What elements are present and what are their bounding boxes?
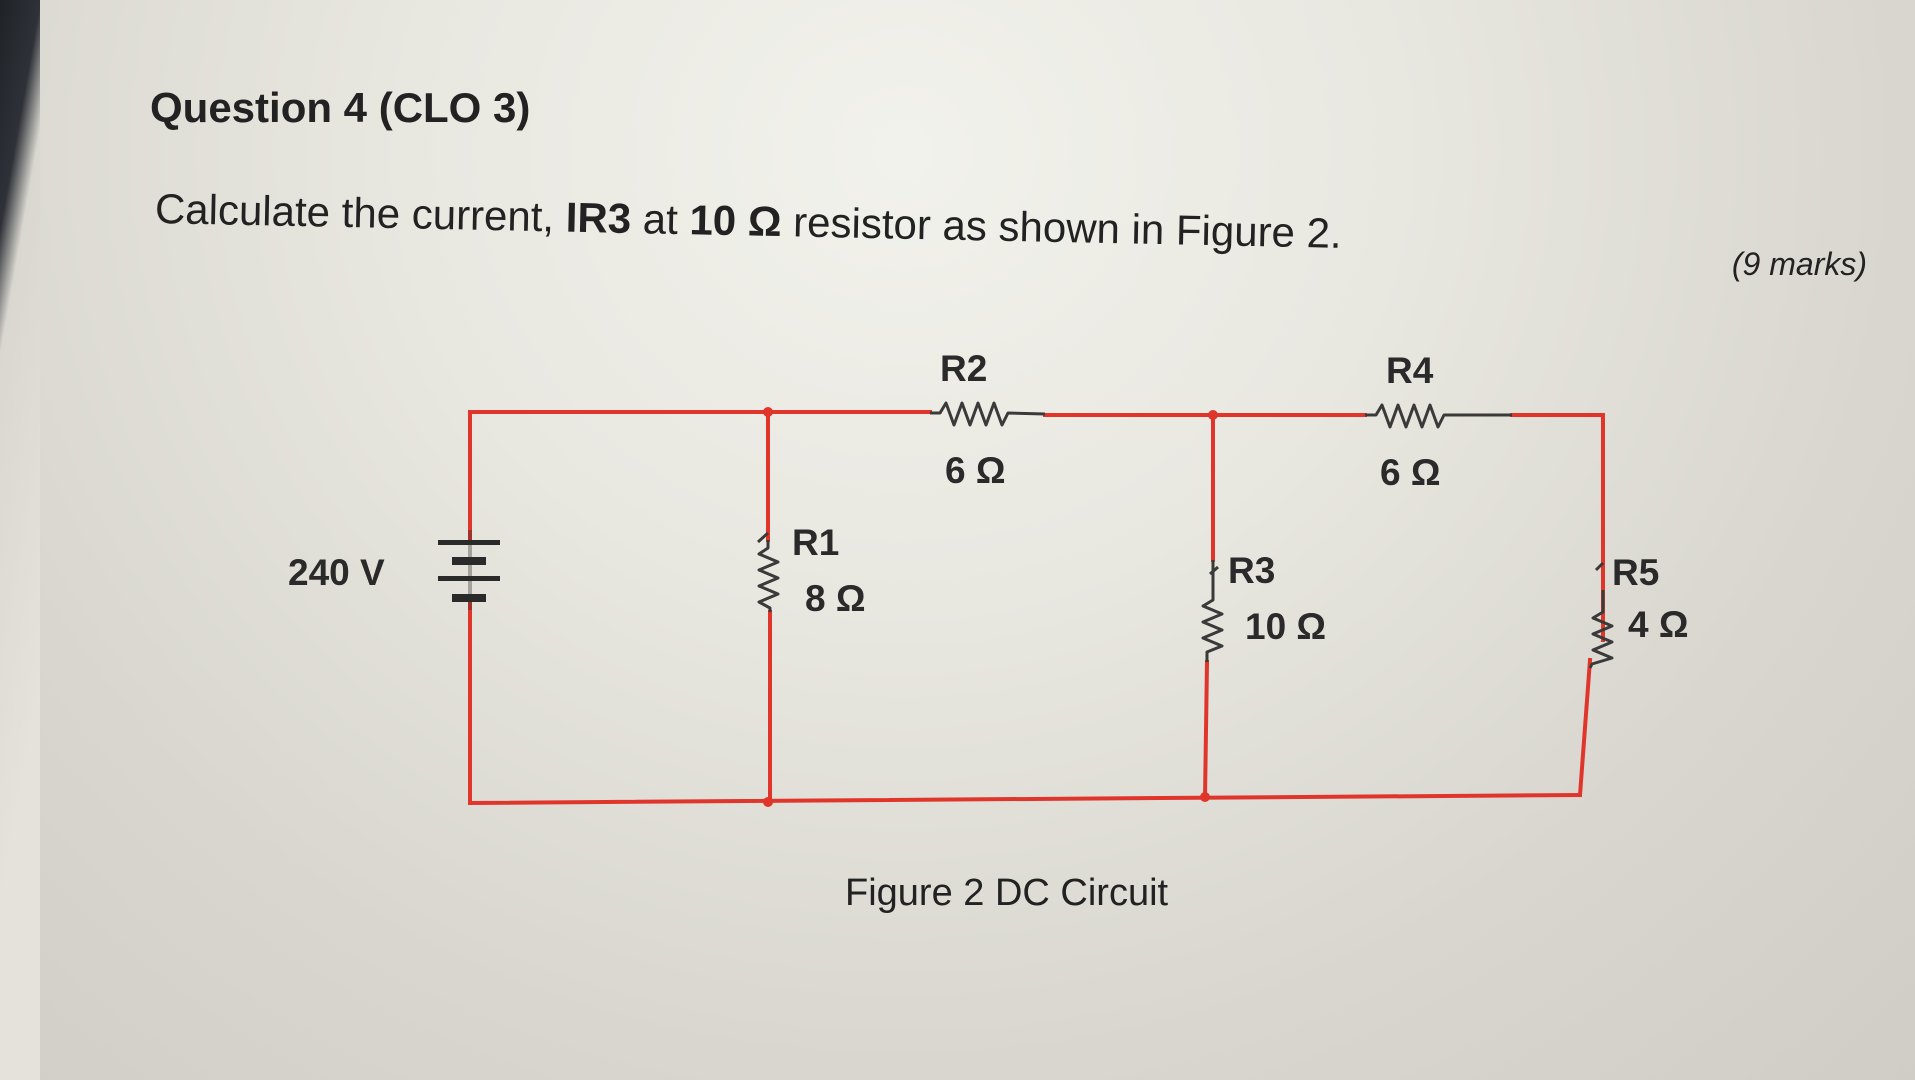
marks-label: (9 marks) bbox=[1731, 246, 1867, 282]
r4-name-label: R4 bbox=[1386, 350, 1434, 391]
r3-symbol bbox=[1201, 560, 1224, 662]
r5-name-label: R5 bbox=[1612, 552, 1660, 593]
wire-right-bottom bbox=[1577, 657, 1593, 798]
r3-name-label: R3 bbox=[1228, 550, 1276, 591]
r3-value-label: 10 Ω bbox=[1245, 606, 1327, 647]
circuit-wires bbox=[467, 410, 1605, 806]
r5-symbol bbox=[1588, 590, 1614, 669]
figure-caption: Figure 2 DC Circuit bbox=[845, 872, 1169, 914]
battery-symbol bbox=[438, 530, 500, 610]
junction-dots bbox=[763, 407, 1218, 807]
wire-bottom bbox=[467, 792, 1583, 806]
question-title: Question 4 (CLO 3) bbox=[150, 84, 531, 131]
battery-plate-long-1 bbox=[438, 540, 500, 545]
r4-symbol bbox=[1365, 403, 1512, 429]
resistor-leads bbox=[756, 531, 1605, 576]
r5-value-label: 4 Ω bbox=[1628, 604, 1689, 645]
source-voltage-label: 240 V bbox=[288, 552, 385, 593]
battery-plate-short-2 bbox=[452, 594, 486, 602]
battery-plate-short-1 bbox=[452, 557, 486, 565]
r4-value-label: 6 Ω bbox=[1380, 452, 1441, 493]
wire-r3-bottom bbox=[1202, 659, 1210, 801]
r1-symbol bbox=[757, 540, 780, 612]
r2-symbol bbox=[930, 401, 1046, 427]
resistor-symbols bbox=[756, 401, 1614, 669]
r1-value-label: 8 Ω bbox=[805, 578, 866, 619]
r1-name-label: R1 bbox=[792, 522, 840, 563]
battery-plate-long-2 bbox=[438, 576, 500, 581]
r2-name-label: R2 bbox=[940, 348, 988, 389]
r2-value-label: 6 Ω bbox=[945, 450, 1006, 491]
